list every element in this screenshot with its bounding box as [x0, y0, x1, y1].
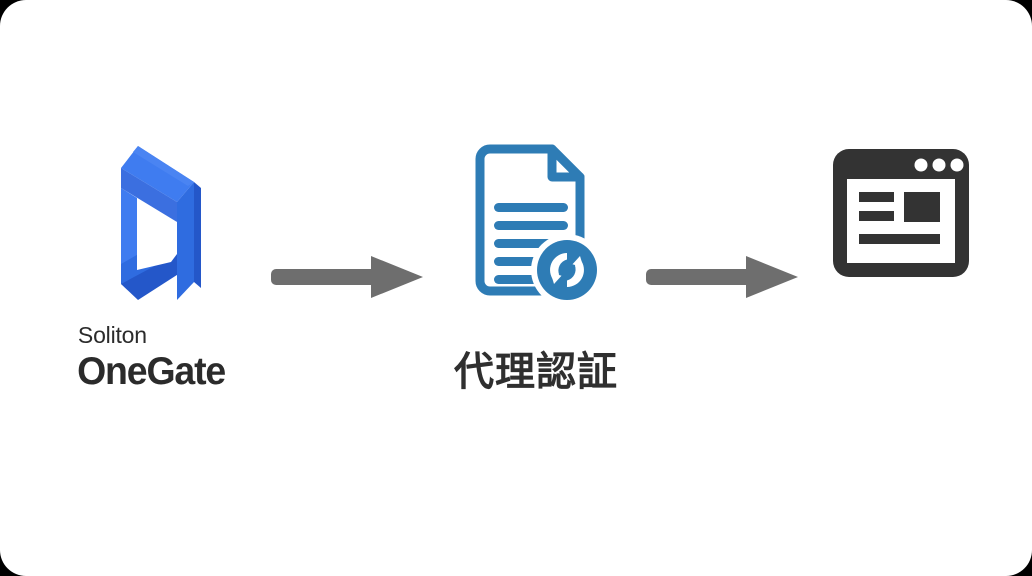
onegate-logo-icon: [91, 142, 211, 318]
document-sync-icon: [466, 141, 606, 309]
arrow-right-icon-2: [646, 254, 801, 300]
brand-onegate-text: OneGate: [77, 350, 226, 393]
onegate-wordmark: Soliton OneGate: [74, 322, 228, 393]
proxy-auth-caption: 代理認証: [454, 350, 618, 394]
browser-window-icon: [831, 147, 971, 279]
stage-onegate: Soliton OneGate: [31, 134, 271, 442]
brand-soliton-text: Soliton: [77, 322, 147, 348]
arrow-right-icon-1: [271, 254, 426, 300]
stage-web-app: [801, 129, 1001, 447]
stage-proxy-auth: 代理認証: [426, 135, 646, 441]
